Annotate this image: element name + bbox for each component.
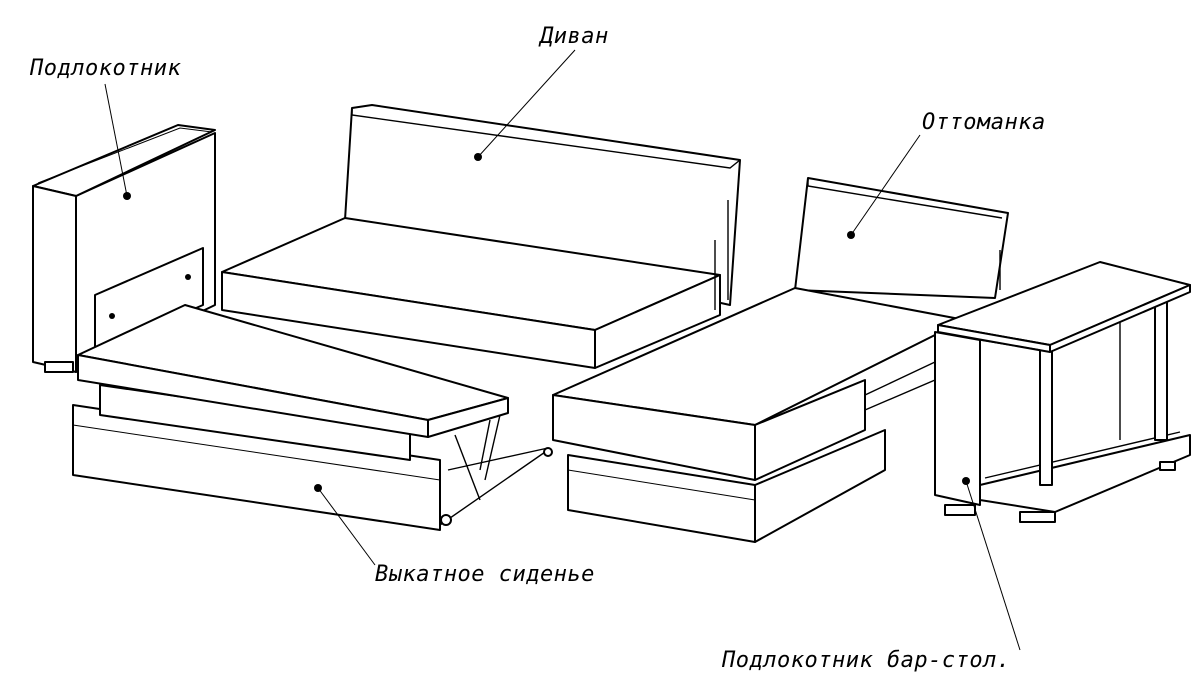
rollout-seat [72,304,553,531]
armrest-left [32,124,216,373]
sofa [221,104,741,369]
label-rollout-seat: Выкатное сиденье [375,562,595,587]
ottoman [552,177,1009,543]
label-armrest: Подлокотник [30,56,182,81]
leader-lines [104,49,1021,651]
label-armrest-bar-table: Подлокотник бар-стол. [722,648,1011,673]
label-sofa: Диван [540,24,609,49]
armrest-bar-table [934,261,1191,523]
label-ottoman: Оттоманка [922,110,1046,135]
